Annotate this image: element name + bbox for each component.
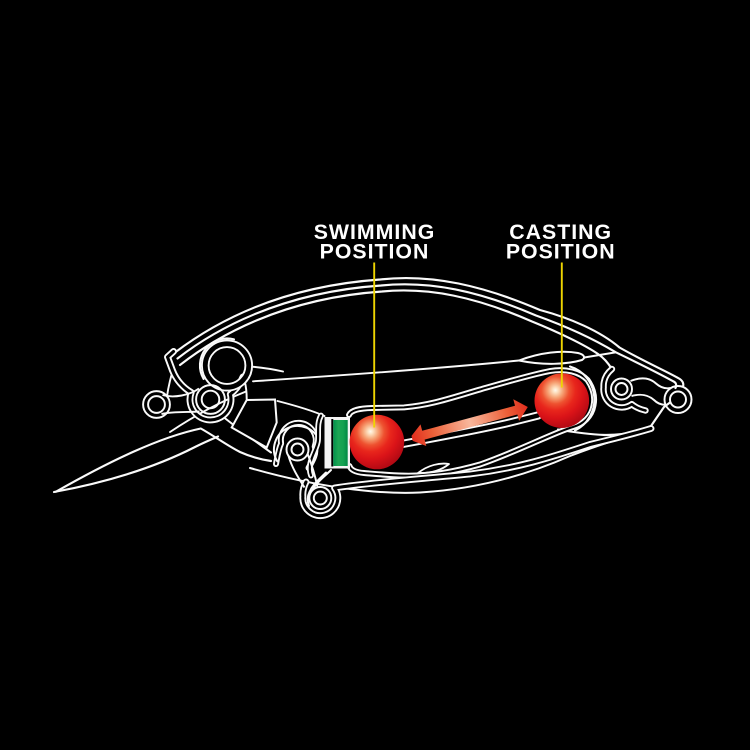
svg-text:CASTING: CASTING bbox=[509, 220, 612, 244]
svg-text:POSITION: POSITION bbox=[320, 239, 430, 263]
svg-text:SWIMMING: SWIMMING bbox=[314, 220, 436, 244]
svg-text:POSITION: POSITION bbox=[506, 239, 616, 263]
